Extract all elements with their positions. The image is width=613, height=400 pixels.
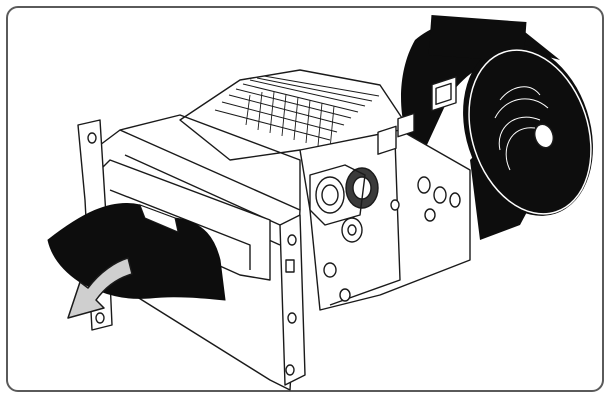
paper-roll <box>401 15 593 240</box>
paper-exit-arrow-icon <box>67 257 133 319</box>
